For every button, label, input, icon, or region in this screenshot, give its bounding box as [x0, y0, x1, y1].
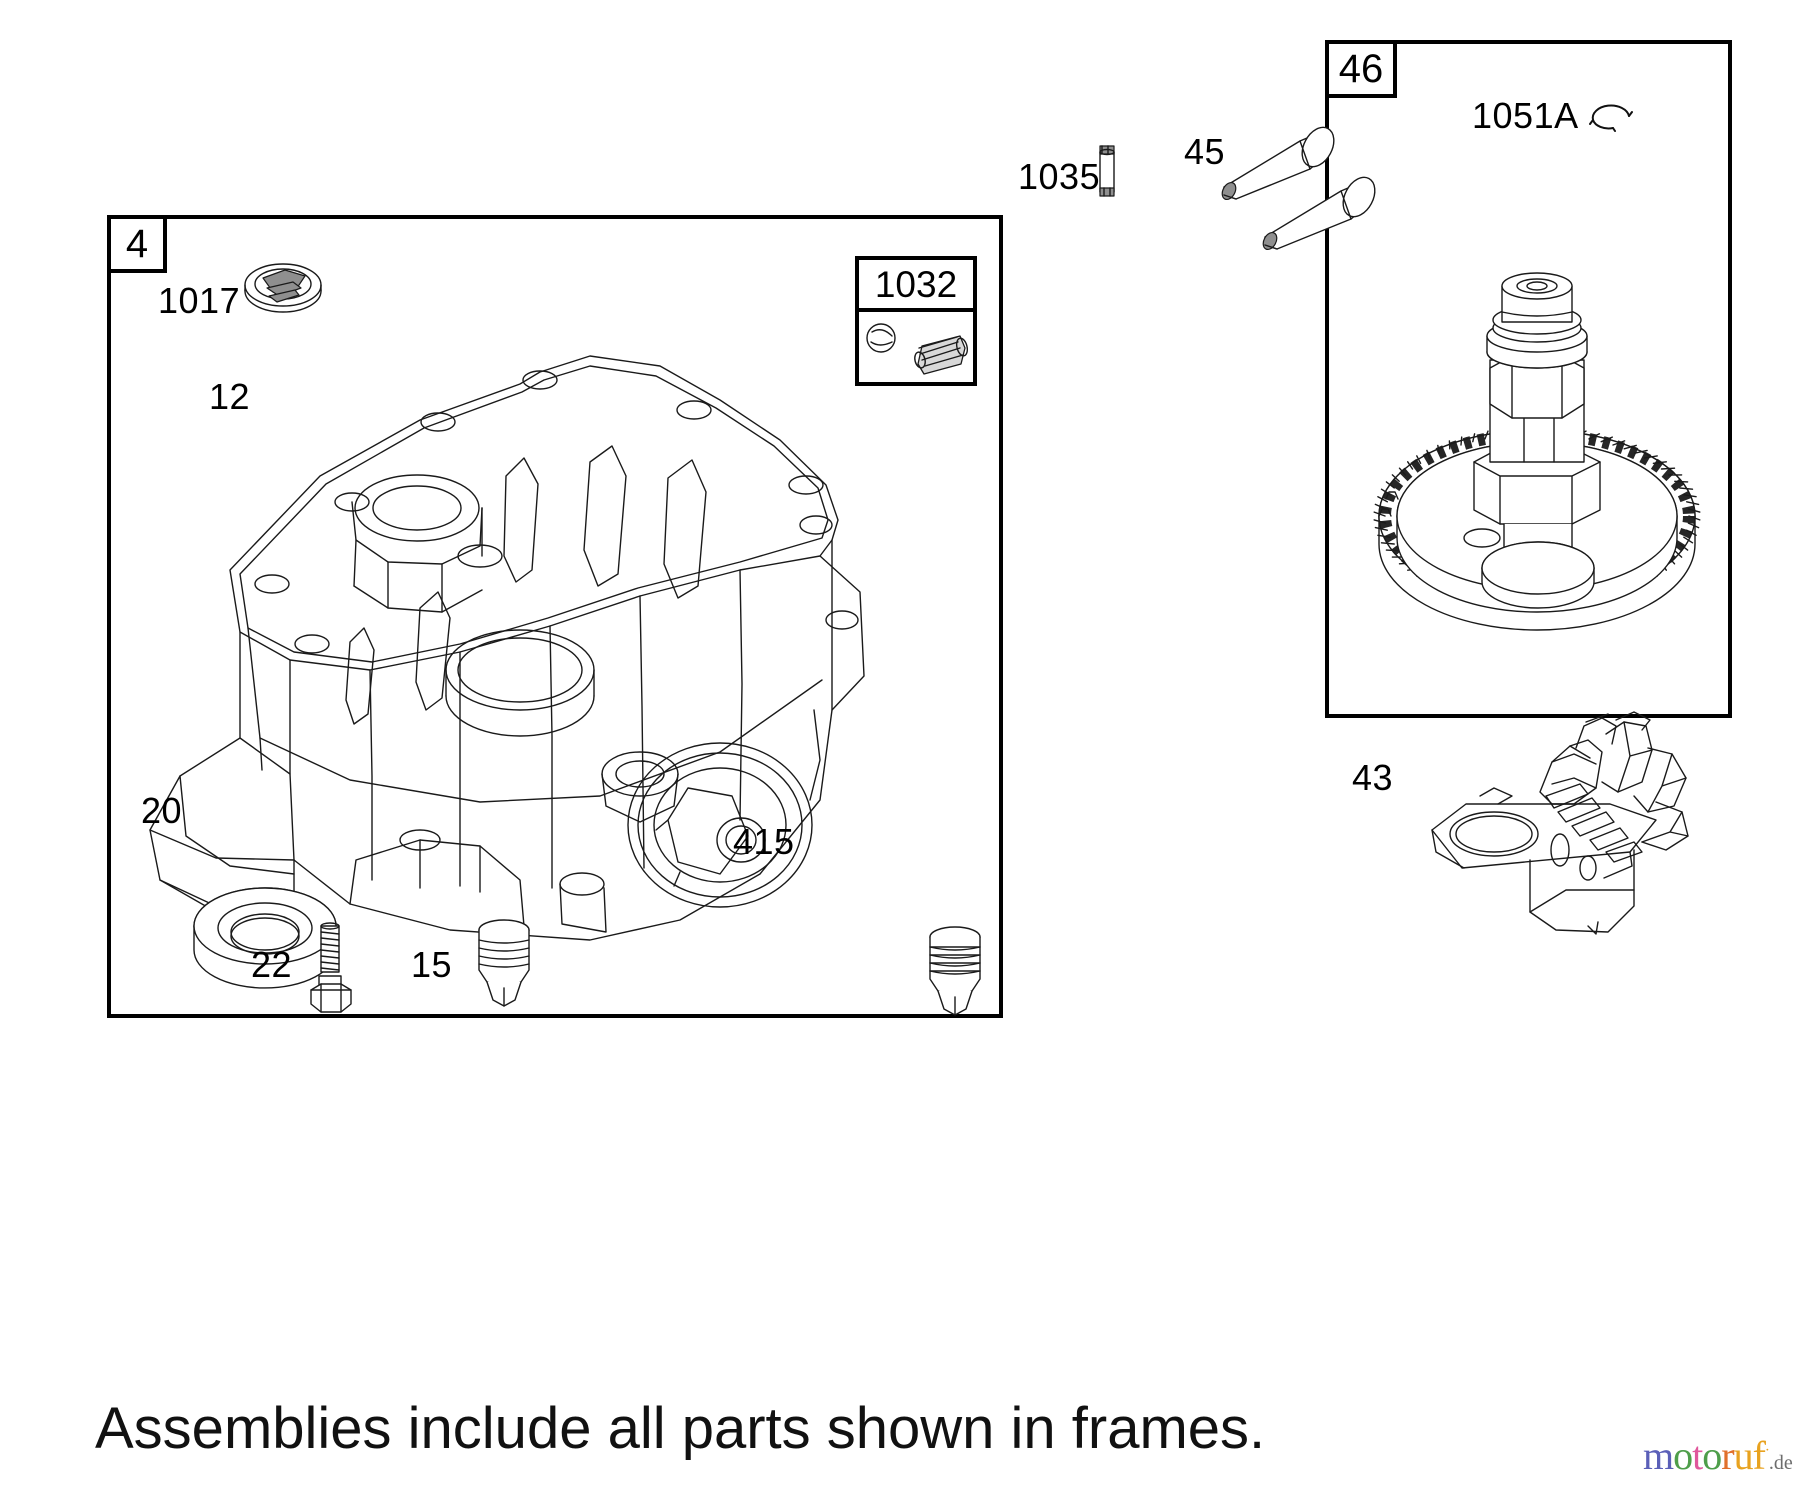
part-43-illustration	[1420, 700, 1740, 940]
callout-45: 45	[1184, 131, 1226, 172]
frame-4-tag: 4	[107, 215, 167, 273]
callout-1035: 1035	[1018, 156, 1101, 197]
crankcase-sump-illustration	[120, 240, 880, 941]
diagram-caption: Assemblies include all parts shown in fr…	[95, 1396, 1266, 1461]
callout-22: 22	[251, 944, 293, 985]
watermark-letter: o	[1702, 1433, 1722, 1478]
watermark-letters: motoruf·	[1643, 1433, 1770, 1478]
part-15-illustration	[473, 918, 535, 1008]
part-1017-illustration	[243, 258, 323, 320]
part-1051A-illustration	[1587, 100, 1635, 132]
watermark-letter: o	[1673, 1433, 1693, 1478]
watermark-suffix: .de	[1768, 1452, 1793, 1474]
callout-1017: 1017	[158, 280, 241, 321]
frame-4-border	[107, 215, 1003, 1018]
frame-46-border	[1325, 40, 1732, 718]
callout-415: 415	[733, 821, 795, 862]
callout-1051A: 1051A	[1472, 95, 1579, 136]
part-415-illustration	[924, 925, 986, 1017]
callout-20: 20	[141, 790, 183, 831]
part-1035-illustration	[1094, 142, 1120, 200]
part-20-illustration	[192, 884, 338, 992]
watermark-letter: m	[1643, 1433, 1674, 1478]
watermark-letter: u	[1733, 1433, 1754, 1478]
watermark-letter: r	[1721, 1433, 1734, 1478]
watermark-letter: f	[1752, 1433, 1766, 1478]
callout-12: 12	[209, 376, 251, 417]
motoruf-watermark: motoruf·.de	[1643, 1436, 1793, 1476]
part-45-tappet-lower	[1255, 175, 1385, 253]
watermark-dot: ·	[1764, 1442, 1770, 1459]
part-1032-illustration	[862, 316, 970, 378]
part-46-camshaft-gear-illustration	[1372, 272, 1702, 672]
callout-15: 15	[411, 944, 453, 985]
callout-43: 43	[1352, 757, 1394, 798]
part-22-illustration	[303, 920, 359, 1018]
part-45-tappet-upper	[1214, 125, 1344, 203]
subframe-1032-label: 1032	[859, 260, 973, 312]
watermark-letter: t	[1692, 1433, 1703, 1478]
frame-46-tag: 46	[1325, 40, 1397, 98]
